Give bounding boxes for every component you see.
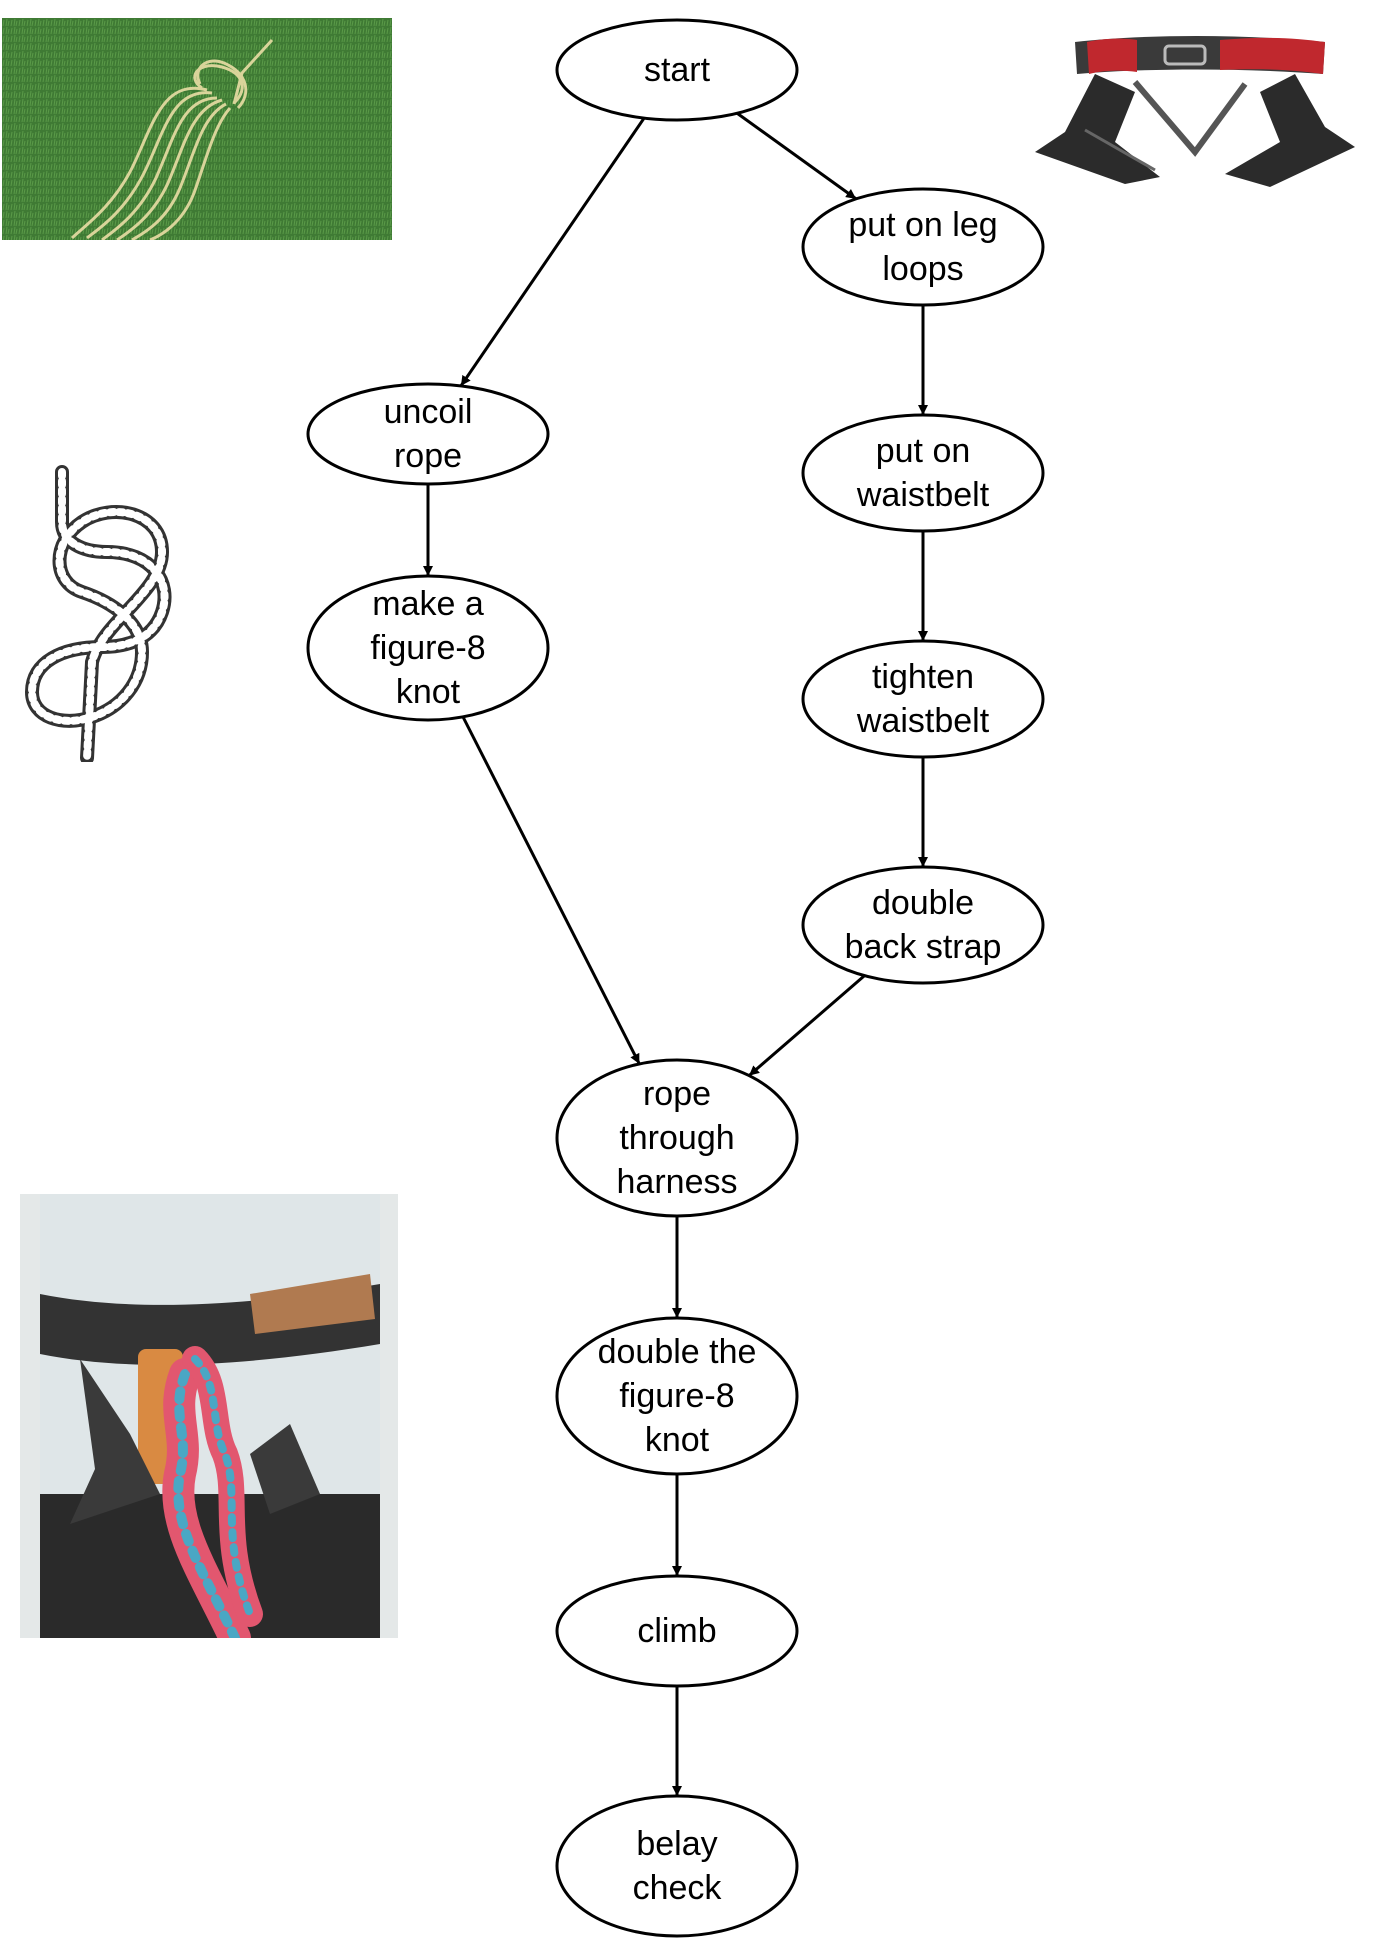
edge-double-back-strap-to-rope-through-harness: [748, 974, 866, 1077]
node-label: knot: [645, 1421, 710, 1459]
node-shape: [555, 18, 799, 122]
node-double-figure-8: double the figure-8 knot: [555, 1316, 799, 1476]
node-put-on-waistbelt: put on waistbelt: [801, 413, 1045, 533]
node-shape: [555, 1316, 799, 1476]
edge-start-to-uncoil-rope: [459, 117, 646, 387]
node-shape: [306, 574, 550, 722]
node-label: figure-8: [619, 1377, 734, 1415]
node-label: waistbelt: [856, 702, 990, 740]
node-label: put on: [876, 432, 971, 470]
node-label: knot: [396, 673, 461, 711]
node-shape: [555, 1794, 799, 1938]
node-label: rope: [643, 1075, 711, 1113]
node-shape: [555, 1058, 799, 1218]
node-label: make a: [372, 585, 484, 623]
node-start: start: [555, 18, 799, 122]
node-label: start: [644, 51, 711, 89]
node-label: tighten: [872, 658, 974, 696]
node-label: rope: [394, 437, 462, 475]
node-label: through: [619, 1119, 734, 1157]
node-double-back-strap: double back strap: [801, 865, 1045, 985]
node-label: check: [633, 1869, 723, 1907]
figure-8-knot-illustration: [22, 462, 190, 762]
node-shape: [801, 639, 1045, 759]
node-label: back strap: [845, 928, 1002, 966]
node-shape: [801, 865, 1045, 985]
node-label: put on leg: [848, 206, 997, 244]
node-make-figure-8: make a figure-8 knot: [306, 574, 550, 722]
node-rope-through-harness: rope through harness: [555, 1058, 799, 1218]
node-label: waistbelt: [856, 476, 990, 514]
edge-start-to-put-on-leg-loops: [736, 112, 857, 201]
node-shape: [801, 187, 1045, 307]
node-shape: [306, 382, 550, 486]
node-belay-check: belay check: [555, 1794, 799, 1938]
edge-make-figure-8-to-rope-through-harness: [461, 716, 641, 1065]
node-shape: [801, 413, 1045, 533]
node-uncoil-rope: uncoil rope: [306, 382, 550, 486]
node-label: belay: [636, 1825, 717, 1863]
harness-worn-photo: [20, 1194, 398, 1638]
node-shape: [555, 1574, 799, 1688]
node-label: uncoil: [384, 393, 473, 431]
node-tighten-waistbelt: tighten waistbelt: [801, 639, 1045, 759]
node-climb: climb: [555, 1574, 799, 1688]
node-label: harness: [617, 1163, 738, 1201]
harness-product-photo: [1025, 22, 1365, 204]
coiled-rope-photo: [2, 18, 392, 240]
node-label: figure-8: [370, 629, 485, 667]
node-label: double the: [598, 1333, 757, 1371]
node-label: loops: [882, 250, 963, 288]
nodes: start put on leg loops uncoil rope put on wais…: [306, 18, 1045, 1938]
edges: [423, 112, 928, 1796]
node-label: double: [872, 884, 974, 922]
node-label: climb: [637, 1612, 716, 1650]
node-put-on-leg-loops: put on leg loops: [801, 187, 1045, 307]
